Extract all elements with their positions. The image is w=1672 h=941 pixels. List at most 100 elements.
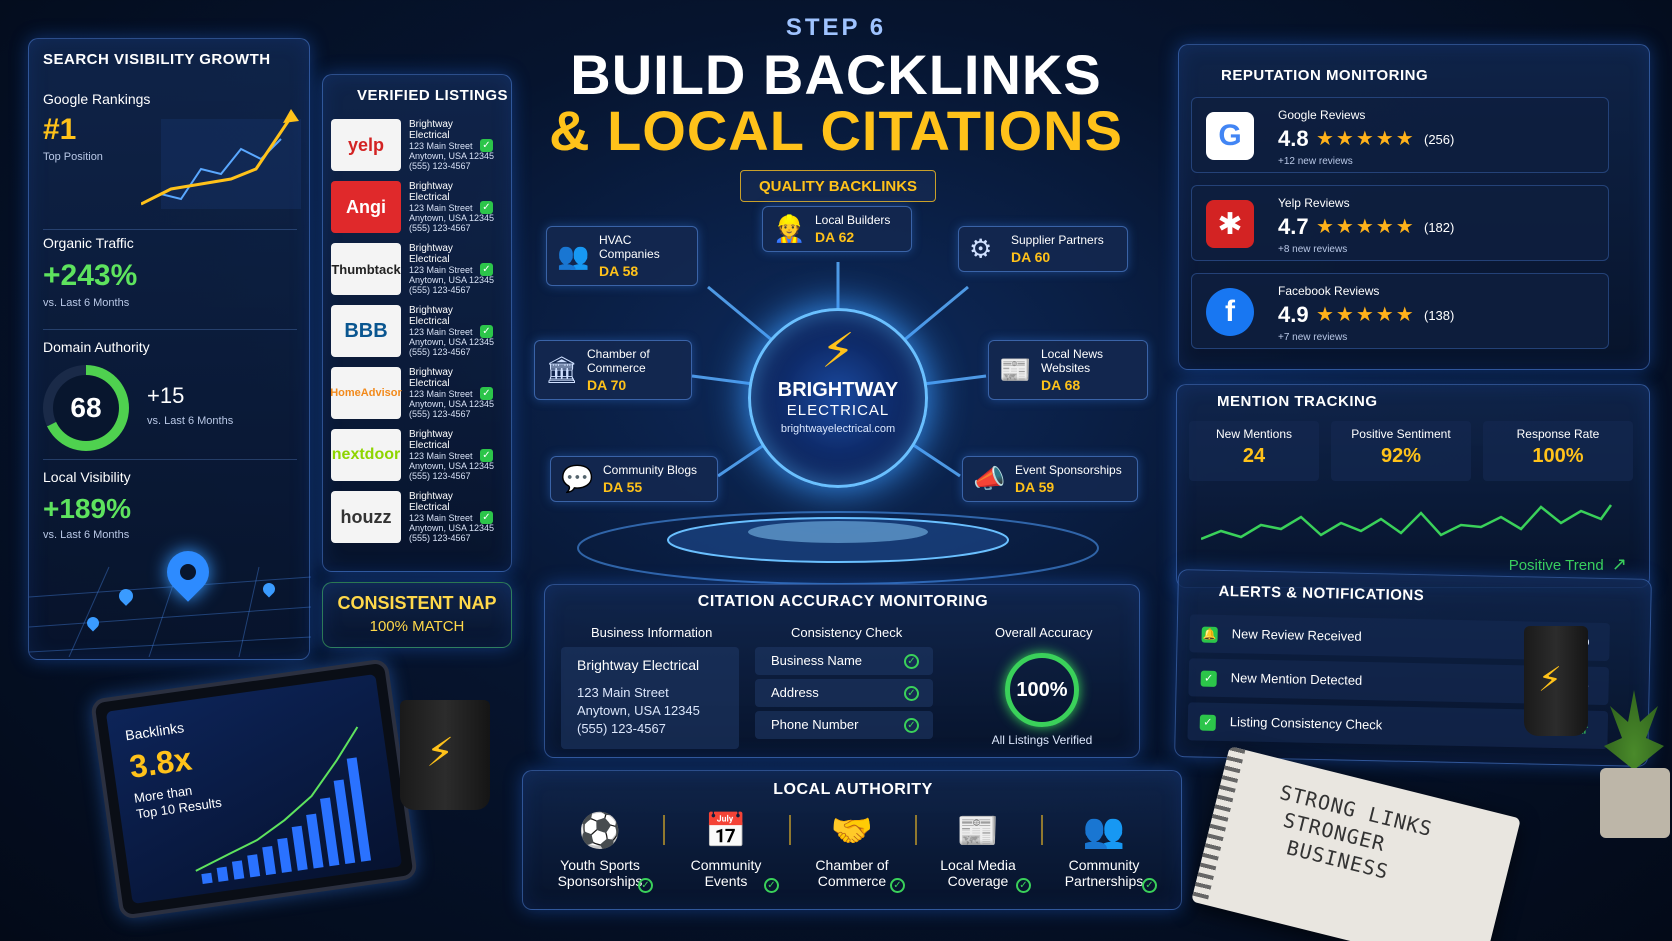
map-grid xyxy=(29,566,311,657)
backlink-node-da: DA 70 xyxy=(587,377,627,393)
divider xyxy=(789,815,791,845)
brand-line2: ELECTRICAL xyxy=(786,402,890,419)
listing-name: Brightway Electrical xyxy=(409,305,453,327)
review-score: 4.7 xyxy=(1278,214,1309,239)
mention-panel: MENTION TRACKING New Mentions 24 Positiv… xyxy=(1176,384,1650,588)
backlink-node-label: HVAC Companies xyxy=(599,233,660,261)
listing-phone: (555) 123-4567 xyxy=(409,347,471,357)
accuracy-value: 100% xyxy=(1016,678,1068,701)
mention-title: MENTION TRACKING xyxy=(1217,393,1378,410)
verified-check-icon: ✓ xyxy=(480,139,493,152)
mention-stat-value: 24 xyxy=(1242,445,1266,467)
review-score: 4.8 xyxy=(1278,126,1309,151)
builder-icon: 👷 xyxy=(773,213,806,244)
consistency-check-label: Business Name xyxy=(771,653,863,668)
local-authority-line1: Youth Sports xyxy=(560,857,640,873)
mention-stat-value: 100% xyxy=(1532,445,1584,467)
da-delta: +15 xyxy=(147,383,185,408)
check-circle-icon: ✓ xyxy=(904,686,919,701)
lv-value: +189% xyxy=(43,493,131,524)
nap-line1: CONSISTENT NAP xyxy=(337,593,497,613)
backlink-node-label: Local News Websites xyxy=(1041,347,1104,375)
listing-phone: (555) 123-4567 xyxy=(409,533,471,543)
verified-listings-title: VERIFIED LISTINGS xyxy=(357,87,509,104)
rankings-label: Google Rankings xyxy=(43,91,151,107)
megaphone-icon: 📣 xyxy=(973,463,1006,494)
calendar-icon: 📅 xyxy=(704,812,748,850)
listing-city: Anytown, USA 12345 xyxy=(409,151,495,161)
citation-title: CITATION ACCURACY MONITORING xyxy=(697,593,989,610)
listing-city: Anytown, USA 12345 xyxy=(409,337,495,347)
review-new: +7 new reviews xyxy=(1278,332,1348,343)
soccer-ball-icon: ⚽ xyxy=(578,812,622,850)
people-icon: 👥 xyxy=(557,240,590,271)
local-authority-line2: Events xyxy=(704,873,748,889)
check-icon: ✓ xyxy=(1199,714,1216,731)
mention-stat-1: New Mentions 24 xyxy=(1189,421,1319,481)
mention-stat-label: Response Rate xyxy=(1516,427,1600,441)
listing-street: 123 Main Street xyxy=(409,141,473,151)
consistency-check-label: Address xyxy=(771,685,819,700)
listing-city: Anytown, USA 12345 xyxy=(409,461,495,471)
review-new: +12 new reviews xyxy=(1278,156,1353,167)
step-label: STEP 6 xyxy=(785,14,887,41)
traffic-sub: vs. Last 6 Months xyxy=(43,297,130,309)
review-label: Facebook Reviews xyxy=(1278,284,1380,298)
consistency-check-label: Phone Number xyxy=(771,717,859,732)
lv-label: Local Visibility xyxy=(43,469,131,485)
listing-street: 123 Main Street xyxy=(409,327,473,337)
alerts-title: ALERTS & NOTIFICATIONS xyxy=(1218,582,1425,605)
tablet-label: Backlinks xyxy=(124,719,185,744)
notebook: STRONG LINKS STRONGER BUSINESS xyxy=(1191,746,1521,941)
da-ring: 68 xyxy=(43,365,129,451)
verified-check-icon: ✓ xyxy=(480,387,493,400)
listing-logo: HomeAdvisor xyxy=(330,367,402,419)
alert-text: New Review Received xyxy=(1231,626,1362,644)
local-authority-line1: Community xyxy=(690,857,762,873)
lightning-icon: ⚡ xyxy=(821,325,855,378)
nap-line2: 100% MATCH xyxy=(369,618,465,635)
nap-badge: CONSISTENT NAP 100% MATCH xyxy=(322,582,512,648)
listing-logo: BBB xyxy=(331,305,401,357)
listing-street: 123 Main Street xyxy=(409,265,473,275)
listing-city: Anytown, USA 12345 xyxy=(409,275,495,285)
review-new: +8 new reviews xyxy=(1278,244,1348,255)
citation-biz-name: Brightway Electrical xyxy=(577,657,700,673)
backlink-node-label: Local Builders xyxy=(815,213,891,227)
review-count: (138) xyxy=(1424,308,1455,323)
positive-trend-label: Positive Trend xyxy=(1508,557,1604,574)
brand-hub: ⚡ BRIGHTWAY ELECTRICAL brightwayelectric… xyxy=(748,308,928,488)
verified-check-icon: ✓ xyxy=(480,201,493,214)
check-circle-icon: ✓ xyxy=(890,878,905,893)
citation-street: 123 Main Street xyxy=(577,685,669,700)
da-label: Domain Authority xyxy=(43,339,150,355)
reputation-title: REPUTATION MONITORING xyxy=(1221,67,1429,84)
